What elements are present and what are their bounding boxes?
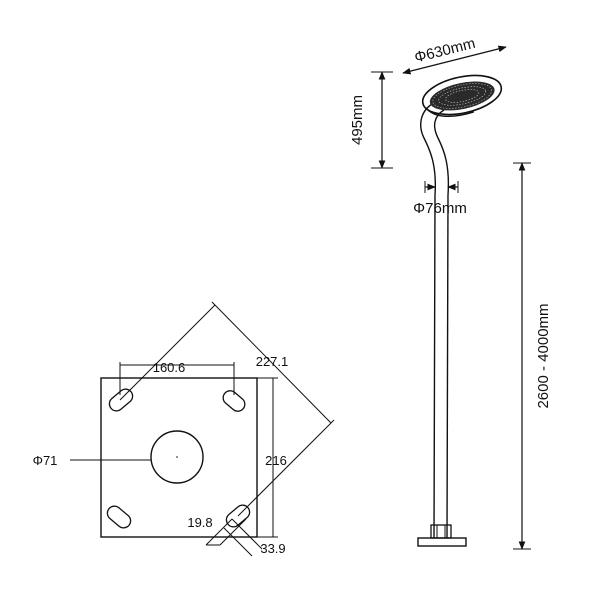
side-dimension xyxy=(257,377,278,538)
diagonal-label: 227.1 xyxy=(256,354,289,369)
slot-hole-bottom-right xyxy=(225,504,251,528)
diagonal-dimension xyxy=(119,301,335,517)
pole xyxy=(420,103,450,539)
base-plate-view: 160.6 227.1 216 Φ71 19.8 33.9 xyxy=(33,301,335,557)
base-plate-outline xyxy=(100,377,258,538)
head-diameter-dimension xyxy=(402,45,507,75)
pole-height-label: 2600 - 4000mm xyxy=(535,303,552,408)
slot-hole-top-left xyxy=(108,388,134,412)
center-hole xyxy=(150,430,204,484)
lamp-post-view: Φ630mm 495mm Φ76mm 2600 - 4000mm xyxy=(349,35,552,550)
slot-dimension-lines xyxy=(205,518,263,557)
center-hole-label: Φ71 xyxy=(33,453,58,468)
pole-base xyxy=(417,524,467,547)
hole-spacing-label: 160.6 xyxy=(153,360,186,375)
pole-diameter-label: Φ76mm xyxy=(413,200,467,217)
hole-spacing-dimension xyxy=(119,362,235,395)
slot-length-label: 33.9 xyxy=(260,541,285,556)
pole-height-dimension xyxy=(513,162,531,550)
lamp-head xyxy=(421,74,503,117)
slot-hole-top-right xyxy=(222,390,246,412)
head-height-dimension xyxy=(371,71,393,169)
slot-hole-bottom-left xyxy=(106,505,132,529)
pole-diameter-dimension xyxy=(424,181,459,193)
center-point xyxy=(176,456,178,458)
side-label: 216 xyxy=(265,453,287,468)
slot-width-label: 19.8 xyxy=(187,515,212,530)
head-diameter-label: Φ630mm xyxy=(413,35,477,66)
head-height-label: 495mm xyxy=(349,95,366,145)
